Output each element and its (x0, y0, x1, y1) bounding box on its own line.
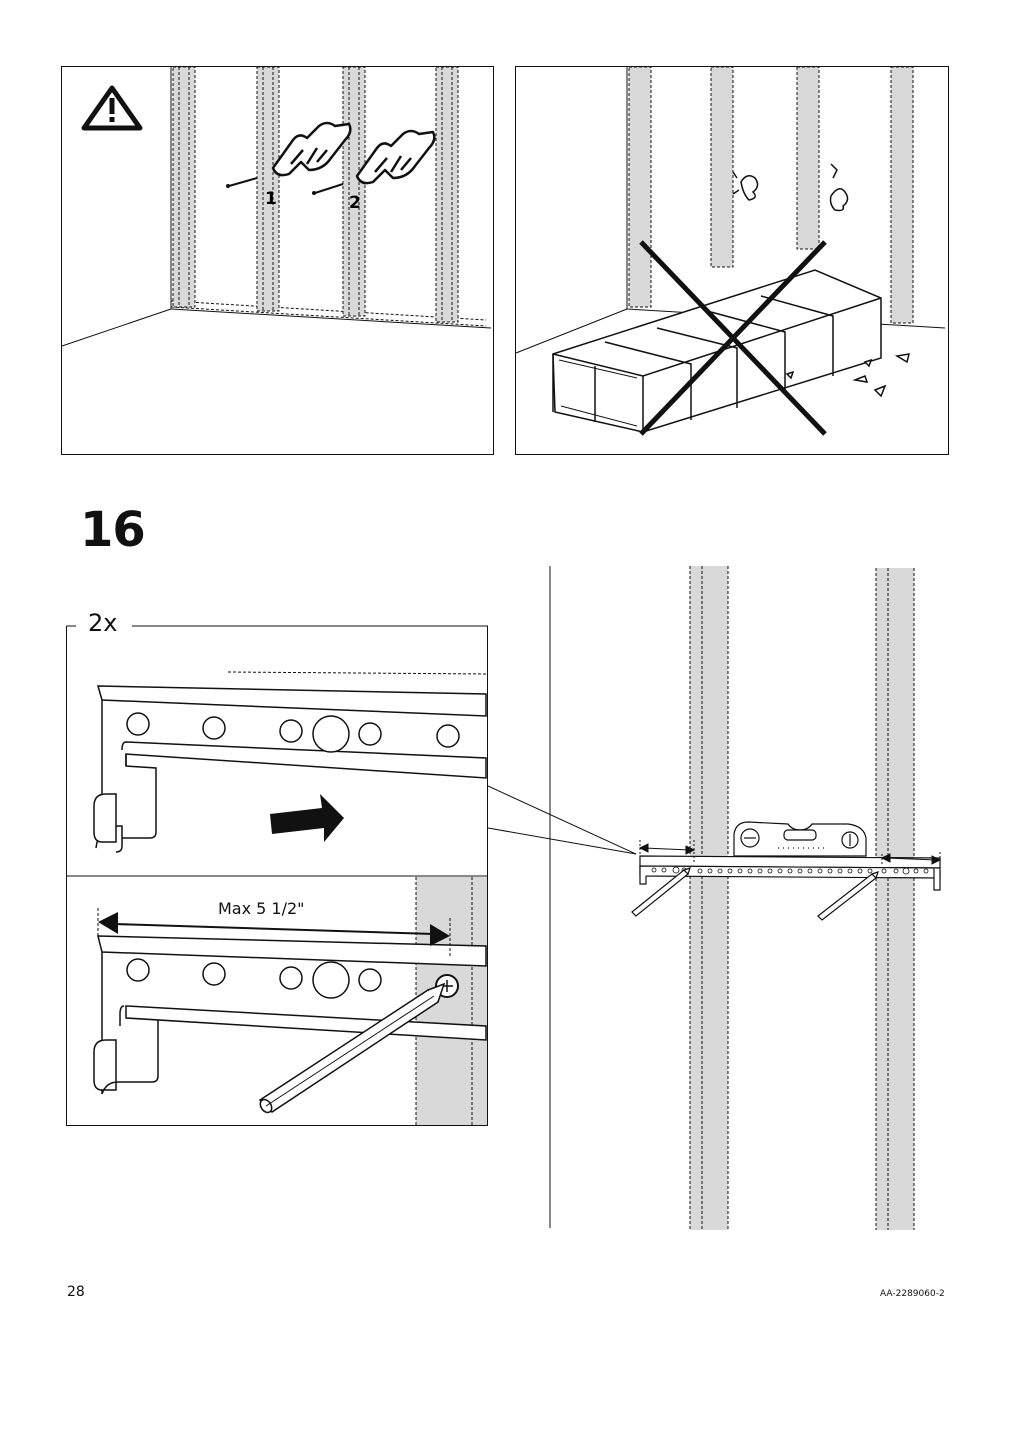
screw-icon (226, 177, 344, 195)
spacing-dimension (638, 840, 942, 868)
detail-callout (488, 785, 637, 855)
max-distance-label: Max 5 1/2" (218, 899, 305, 918)
document-code: AA-2289060-2 (880, 1289, 945, 1299)
rail-hook (93, 793, 117, 843)
cross-out-icon (639, 240, 827, 436)
slide-arrow-icon (270, 794, 344, 842)
fallen-frame (552, 269, 882, 433)
bottom-plate (170, 300, 487, 327)
rail-holes-upper (126, 712, 460, 753)
wall-studs-right (689, 566, 915, 1230)
page-number: 28 (67, 1284, 85, 1300)
wrong-mounting-panel (515, 66, 949, 455)
knock-label-2: 2 (349, 193, 361, 213)
debris (785, 353, 911, 398)
rail-detail-panel: 2x Max 5 1/2" (66, 606, 488, 1126)
rail-holes-lower (126, 958, 382, 999)
pencil-icon (631, 867, 879, 921)
warning-triangle-icon (81, 85, 143, 131)
rail-lower (93, 935, 487, 1095)
quantity-label: 2x (88, 609, 118, 637)
knock-label-1: 1 (265, 189, 277, 209)
spirit-level-icon (733, 821, 867, 857)
max-distance-dimension (97, 908, 451, 956)
pencil-icon (258, 982, 446, 1114)
knocking-hand-icon (271, 121, 436, 185)
wall-rail-holes (651, 866, 929, 875)
step-number: 16 (80, 502, 146, 558)
rail-wall-overview (488, 566, 948, 1230)
knock-test-panel: 1 2 (61, 66, 494, 455)
broken-wall-icon (732, 163, 849, 212)
